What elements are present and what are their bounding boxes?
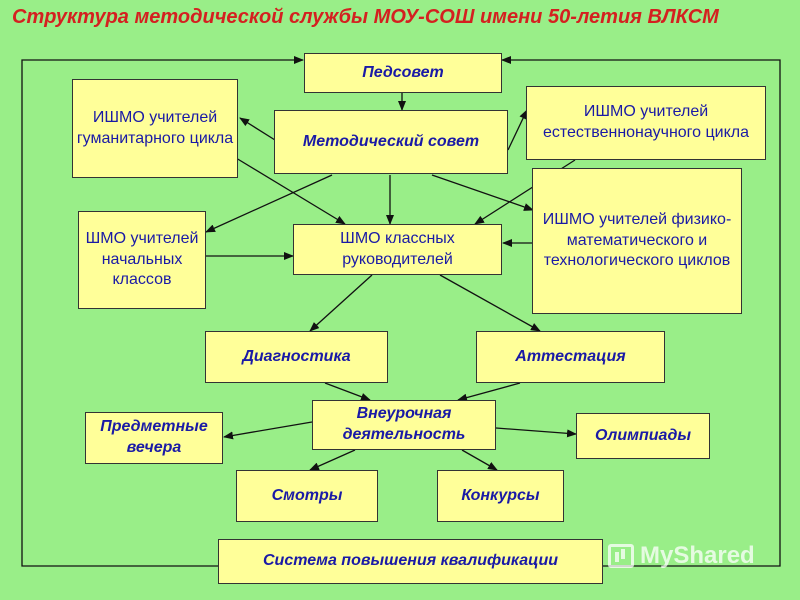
box-shmo-nach: ШМО учителей начальных классов (78, 211, 206, 309)
box-attestaciya: Аттестация (476, 331, 665, 383)
box-metod-sovet: Методический совет (274, 110, 508, 174)
presentation-icon (608, 544, 634, 568)
arrow-att-vne (457, 382, 521, 402)
arrow-vne-olimp (495, 427, 577, 438)
box-ishmo-gum: ИШМО учителей гуманитарного цикла (72, 79, 238, 178)
watermark-text: MyShared (640, 542, 755, 569)
box-diagnostika: Диагностика (205, 331, 388, 383)
box-pedsovet: Педсовет (304, 53, 502, 93)
box-ishmo-est: ИШМО учителей естественнонаучного цикла (526, 86, 766, 160)
loop-line-left (21, 56, 304, 567)
watermark: MyShared (608, 540, 778, 572)
box-predmetnye: Предметные вечера (85, 412, 223, 464)
arrow-klass-diag (309, 274, 373, 332)
page-title: Структура методической службы МОУ-СОШ им… (12, 6, 719, 28)
arrow-klass-att (439, 274, 541, 332)
box-shmo-klass: ШМО классных руководителей (293, 224, 502, 275)
arrow-metod-est (507, 109, 528, 151)
loop-line-right (501, 56, 781, 567)
arrow-metod-nach (205, 174, 333, 233)
box-smotry: Смотры (236, 470, 378, 522)
box-olimpiady: Олимпиады (576, 413, 710, 459)
arrow-vne-smotry (309, 449, 356, 471)
arrow-gum-klass (235, 157, 346, 225)
arrow-metod-gum (239, 117, 276, 141)
box-konkursy: Конкурсы (437, 470, 564, 522)
arrow-metod-fiz (431, 174, 534, 211)
arrow-diag-vne (324, 382, 371, 401)
box-sistema: Система повышения квалификации (218, 539, 603, 584)
box-ishmo-fiz: ИШМО учителей физико-математического и т… (532, 168, 742, 314)
arrow-vne-predmet (223, 421, 313, 440)
arrow-vne-konk (461, 449, 498, 471)
box-vneurochnaya: Внеурочная деятельность (312, 400, 496, 450)
